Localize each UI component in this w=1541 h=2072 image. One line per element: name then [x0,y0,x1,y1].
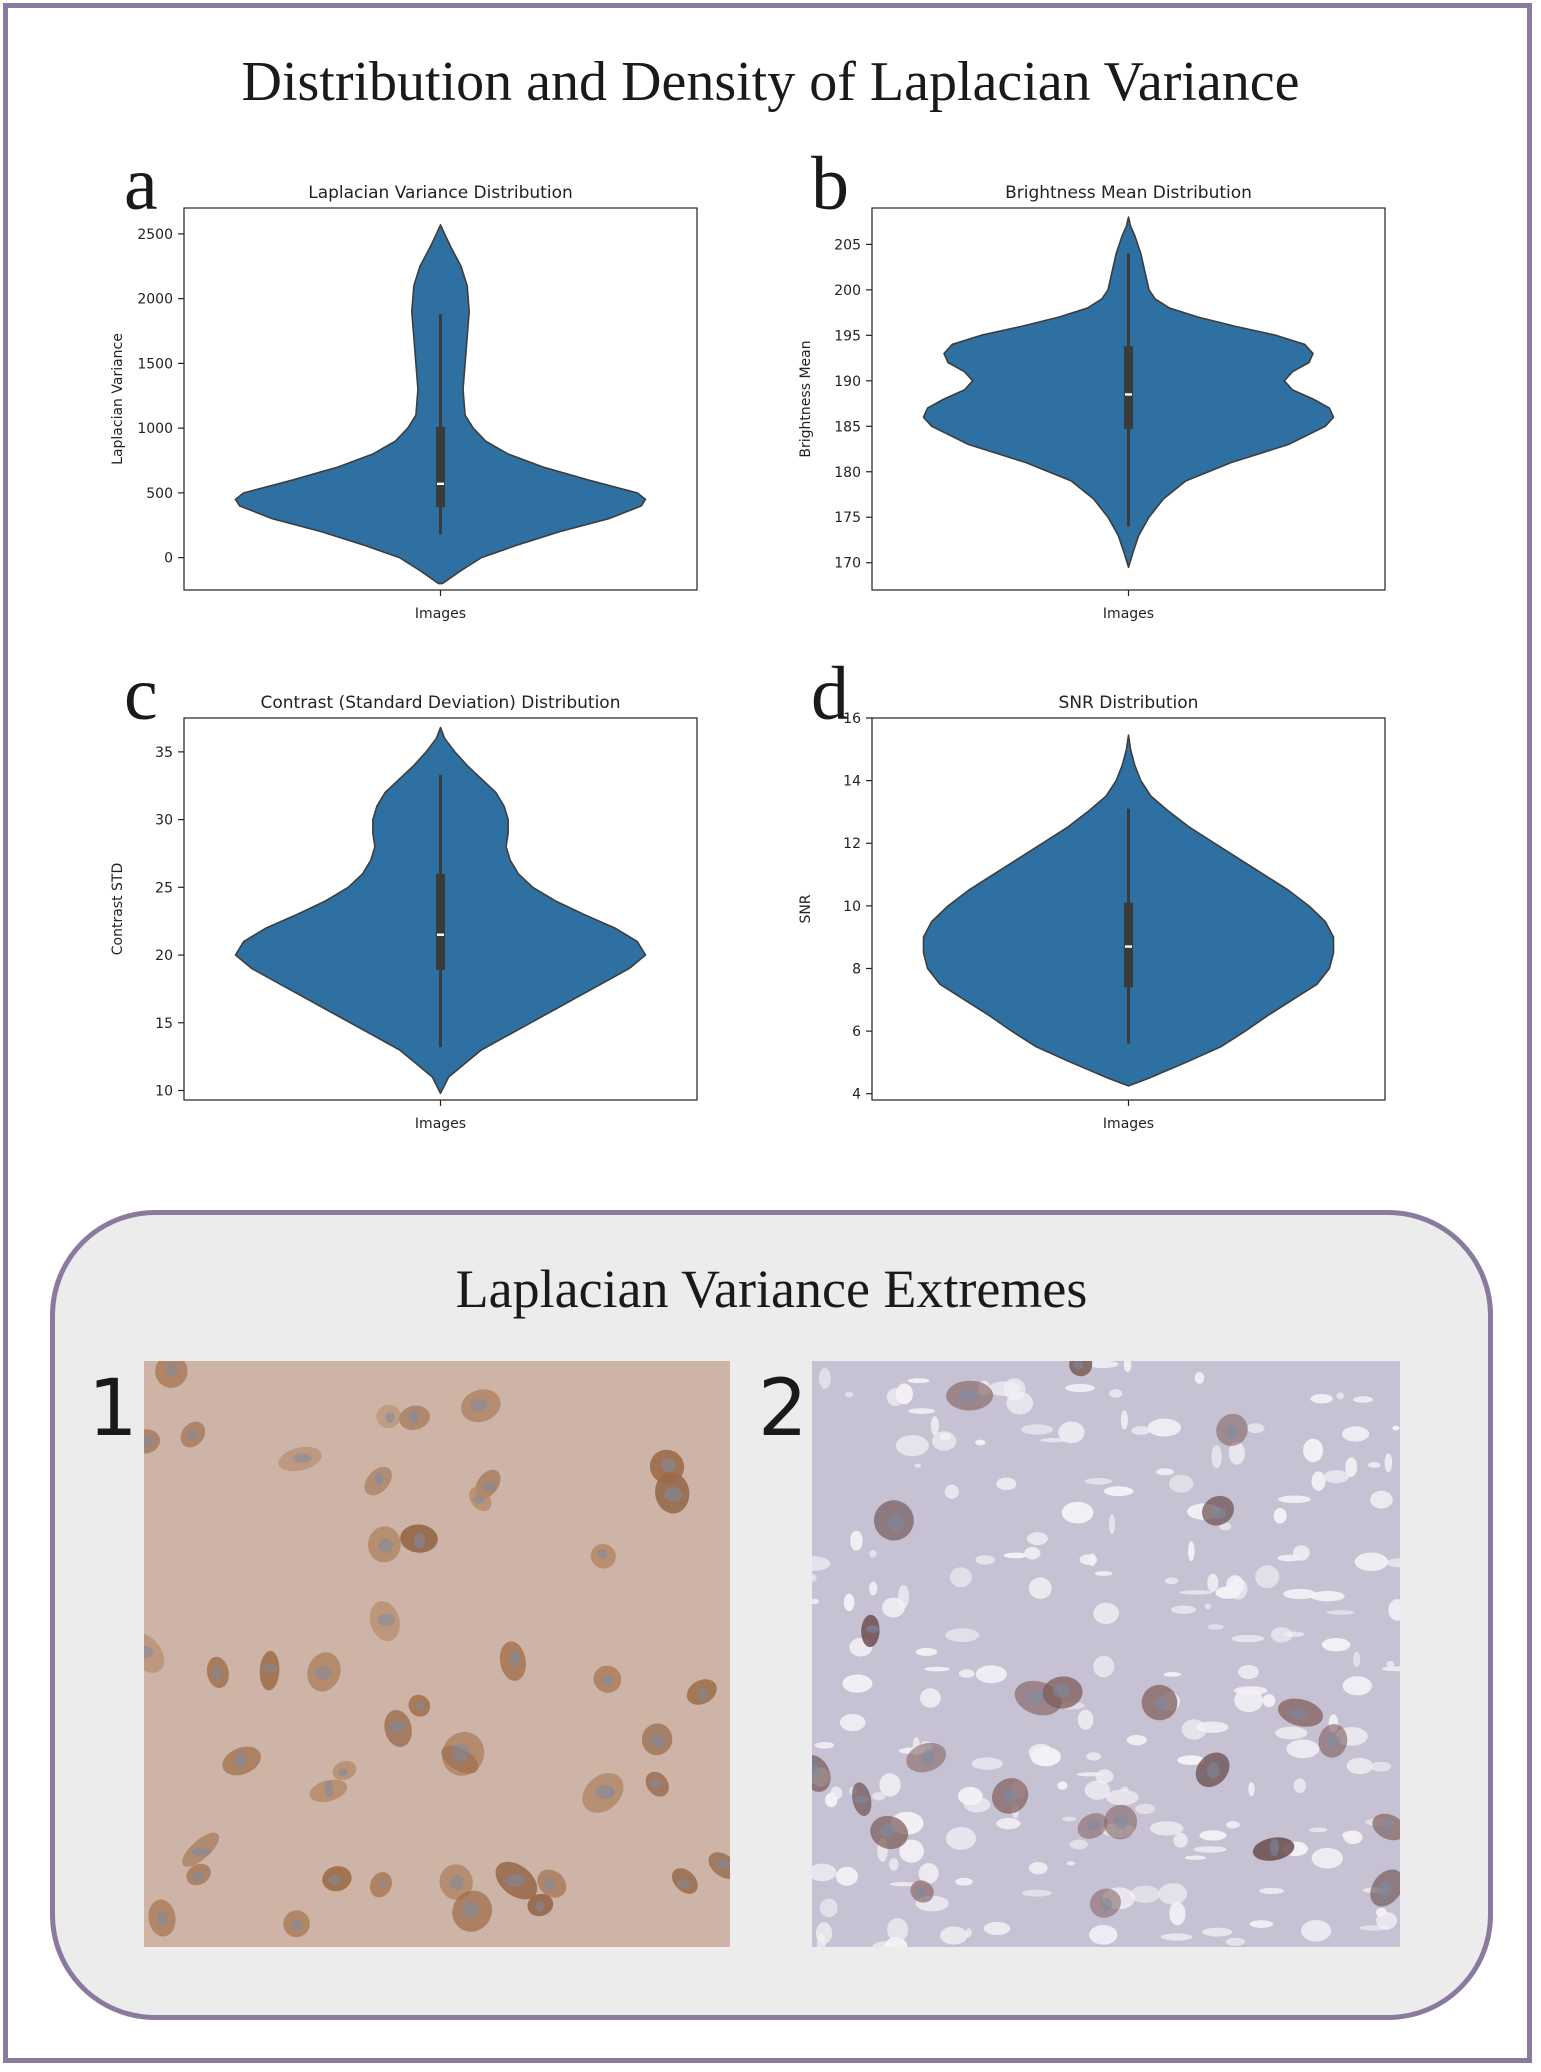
y-tick-label: 205 [834,237,861,253]
panel-letter-c: c [124,652,158,736]
y-axis-label: SNR [798,894,814,923]
y-tick-label: 2000 [137,292,173,308]
tissue-image-high-variance [812,1361,1400,1947]
y-tick-label: 190 [834,374,861,390]
y-tick-label: 200 [834,283,861,299]
y-tick-label: 195 [834,328,861,344]
y-tick-label: 20 [155,948,173,964]
chart-title: Brightness Mean Distribution [1005,183,1252,203]
extreme-number-1: 1 [88,1364,138,1454]
violin-chart-brightness: Brightness Mean Distribution 170 175 180 185… [798,183,1386,622]
violin-iqr-box [1124,902,1133,988]
y-axis-label: Laplacian Variance [110,333,126,465]
y-tick-label: 185 [834,419,861,435]
figure-title: Distribution and Density of Laplacian Va… [241,51,1300,113]
y-axis-label: Contrast STD [110,863,126,956]
x-axis-label: Images [1103,606,1154,622]
panel-letter-d: d [811,652,849,736]
y-tick-label: 35 [155,745,173,761]
violin-iqr-box [1124,346,1133,430]
y-tick-label: 15 [155,1016,173,1032]
y-axis-label: Brightness Mean [798,340,814,457]
y-tick-label: 175 [834,510,861,526]
y-tick-label: 14 [843,774,861,790]
tissue-texture [812,1361,1400,1947]
y-tick-label: 6 [852,1024,861,1040]
panel-letter-a: a [124,142,158,226]
chart-title: Laplacian Variance Distribution [308,183,573,203]
chart-title: Contrast (Standard Deviation) Distributi… [261,693,621,713]
panel-letter-b: b [811,142,849,226]
violin-chart-contrast: Contrast (Standard Deviation) Distributi… [110,693,698,1132]
y-tick-label: 8 [852,961,861,977]
figure-frame [3,3,1532,2063]
y-tick-label: 0 [164,551,173,567]
tissue-image-low-variance [144,1361,730,1947]
y-tick-label: 10 [843,899,861,915]
y-tick-label: 4 [852,1087,861,1103]
y-tick-label: 180 [834,465,861,481]
y-tick-label: 16 [843,711,861,727]
y-tick-label: 500 [146,486,173,502]
violin-iqr-box [436,426,445,508]
y-tick-label: 2500 [137,227,173,243]
chart-title: SNR Distribution [1059,693,1199,713]
y-tick-label: 25 [155,880,173,896]
x-axis-label: Images [415,1116,466,1132]
extreme-number-2: 2 [758,1364,808,1454]
violin-iqr-box [436,873,445,970]
x-axis-label: Images [415,606,466,622]
y-tick-label: 170 [834,556,861,572]
y-tick-label: 30 [155,813,173,829]
y-tick-label: 12 [843,836,861,852]
violin-chart-laplacian: Laplacian Variance Distribution 0 500 1000 1… [110,183,698,622]
y-tick-label: 1500 [137,356,173,372]
extremes-title: Laplacian Variance Extremes [455,1259,1088,1319]
y-tick-label: 1000 [137,421,173,437]
tissue-texture [144,1361,730,1947]
y-tick-label: 10 [155,1084,173,1100]
x-axis-label: Images [1103,1116,1154,1132]
